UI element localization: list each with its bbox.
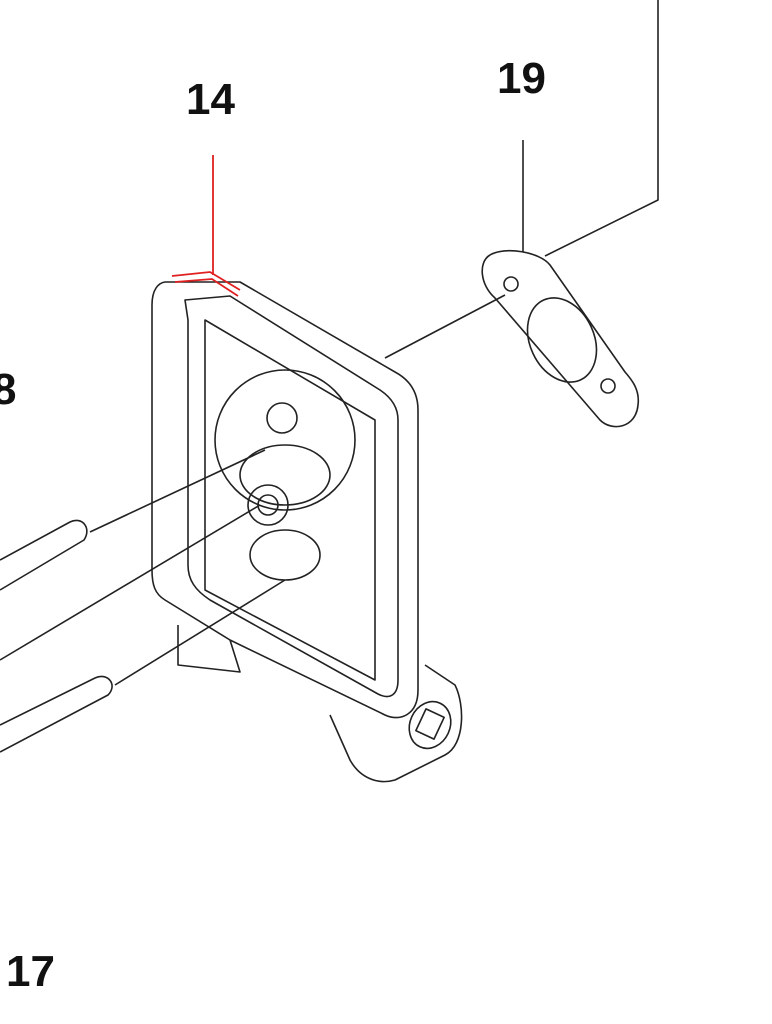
assembly-bracket-line xyxy=(544,0,659,257)
pin-upper xyxy=(0,449,266,591)
housing-14 xyxy=(151,281,463,783)
callout-17: 17 xyxy=(6,947,55,996)
gasket-19 xyxy=(481,249,640,428)
callout-8: 8 xyxy=(0,365,17,414)
axis-line xyxy=(384,294,506,359)
callout-19: 19 xyxy=(497,54,546,103)
callout-14: 14 xyxy=(186,75,235,124)
leader-line-middle xyxy=(0,504,261,661)
leader-line-14 xyxy=(171,155,241,297)
pin-lower xyxy=(0,579,286,753)
